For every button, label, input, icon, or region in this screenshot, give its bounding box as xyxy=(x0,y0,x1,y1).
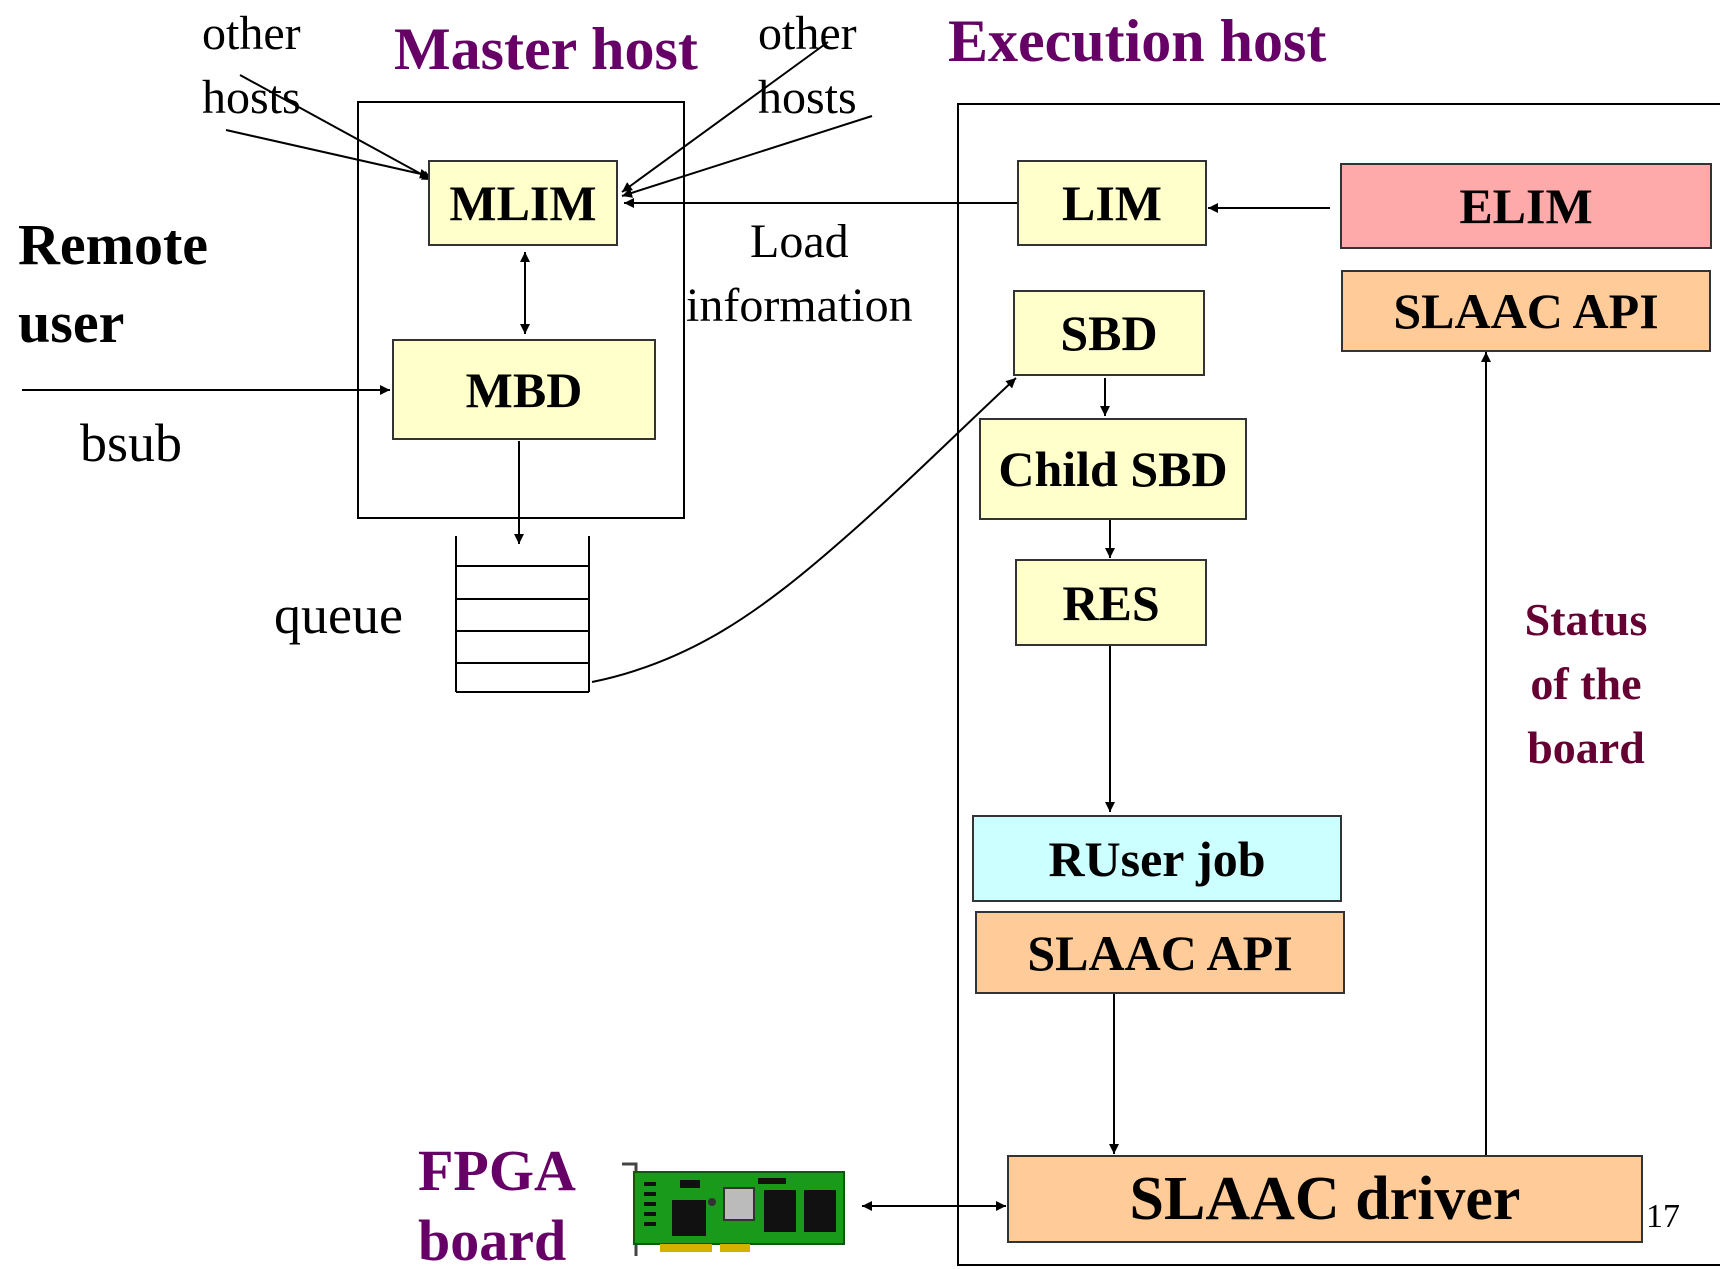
slaac-api-bottom-box: SLAAC API xyxy=(975,911,1345,994)
mlim-box: MLIM xyxy=(428,160,618,246)
status-of-board-line2: of the xyxy=(1530,658,1642,709)
other-hosts-arrow-4 xyxy=(621,115,873,198)
res-box: RES xyxy=(1015,559,1207,646)
load-information-label: Load information xyxy=(686,210,913,338)
status-of-board-label: Status of the board xyxy=(1506,588,1666,780)
remote-user-label: Remote user xyxy=(18,206,208,362)
queue-to-sbd-arrow xyxy=(591,377,1017,683)
lim-box: LIM xyxy=(1017,160,1207,246)
fpga-board-icon xyxy=(622,1162,845,1256)
queue-label: queue xyxy=(274,585,403,645)
execution-host-frame xyxy=(957,103,1720,1266)
master-host-title: Master host xyxy=(394,16,698,82)
bsub-label: bsub xyxy=(80,413,183,473)
remote-user-line1: Remote xyxy=(18,212,209,277)
slaac-api-top-box: SLAAC API xyxy=(1341,270,1711,352)
sbd-box: SBD xyxy=(1013,290,1205,376)
slaac-driver-box: SLAAC driver xyxy=(1007,1155,1643,1243)
elim-box: ELIM xyxy=(1340,163,1712,249)
status-of-board-line1: Status xyxy=(1524,594,1648,645)
other-hosts-left-line1: other xyxy=(202,7,301,60)
fpga-board-title: FPGA board xyxy=(418,1136,576,1269)
fpga-board-title-line2: board xyxy=(418,1208,567,1269)
other-hosts-left-line2: hosts xyxy=(202,71,301,124)
queue-icon xyxy=(455,536,590,693)
other-hosts-right-label: other hosts xyxy=(758,2,857,130)
fpga-board-title-line1: FPGA xyxy=(418,1138,576,1203)
remote-user-line2: user xyxy=(18,290,125,355)
master-host-frame xyxy=(357,101,685,519)
load-information-line1: Load xyxy=(750,215,849,268)
other-hosts-right-line1: other xyxy=(758,7,857,60)
other-hosts-arrow-3 xyxy=(621,41,829,193)
page-number: 17 xyxy=(1646,1198,1680,1235)
ruser-job-box: RUser job xyxy=(972,815,1342,902)
other-hosts-arrow-1 xyxy=(239,74,433,181)
mbd-box: MBD xyxy=(392,339,656,440)
other-hosts-arrow-2 xyxy=(225,129,431,179)
load-information-line2: information xyxy=(686,279,913,332)
status-of-board-line3: board xyxy=(1527,722,1645,773)
other-hosts-right-line2: hosts xyxy=(758,71,857,124)
execution-host-title: Execution host xyxy=(948,8,1327,74)
child-sbd-box: Child SBD xyxy=(979,418,1247,520)
other-hosts-left-label: other hosts xyxy=(202,2,301,130)
